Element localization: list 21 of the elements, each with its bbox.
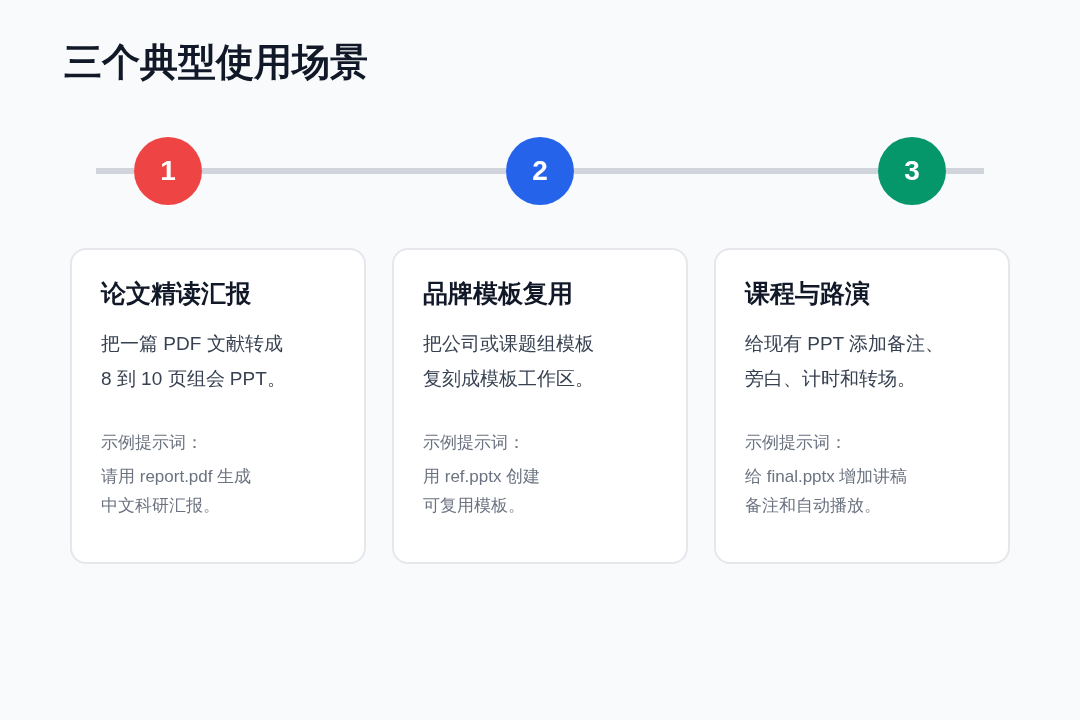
scenario-card xyxy=(714,248,1010,564)
card-heading: 课程与路演 xyxy=(745,278,870,309)
card-description: 给现有 PPT 添加备注、旁白、计时和转场。 xyxy=(745,332,945,391)
page-title: 三个典型使用场景 xyxy=(64,40,368,85)
card-heading: 品牌模板复用 xyxy=(423,278,573,309)
prompt-label: 示例提示词： xyxy=(101,432,203,454)
scenario-card xyxy=(70,248,366,564)
card-description: 把公司或课题组模板复刻成模板工作区。 xyxy=(423,332,595,391)
step-number-circle: 1 xyxy=(134,137,202,205)
scenario-card xyxy=(392,248,688,564)
step-number-circle: 3 xyxy=(878,137,946,205)
prompt-label: 示例提示词： xyxy=(745,432,847,454)
prompt-text: 用 ref.pptx 创建可复用模板。 xyxy=(423,466,542,517)
card-description: 把一篇 PDF 文献转成 8 到 10 页组会 PPT。 xyxy=(101,332,287,391)
prompt-text: 请用 report.pdf 生成中文科研汇报。 xyxy=(101,466,253,517)
prompt-text: 给 final.pptx 增加讲稿备注和自动播放。 xyxy=(745,466,909,517)
step-number-circle: 2 xyxy=(506,137,574,205)
timeline-connector xyxy=(574,168,878,174)
prompt-label: 示例提示词： xyxy=(423,432,525,454)
timeline-connector xyxy=(202,168,506,174)
card-heading: 论文精读汇报 xyxy=(101,278,251,309)
